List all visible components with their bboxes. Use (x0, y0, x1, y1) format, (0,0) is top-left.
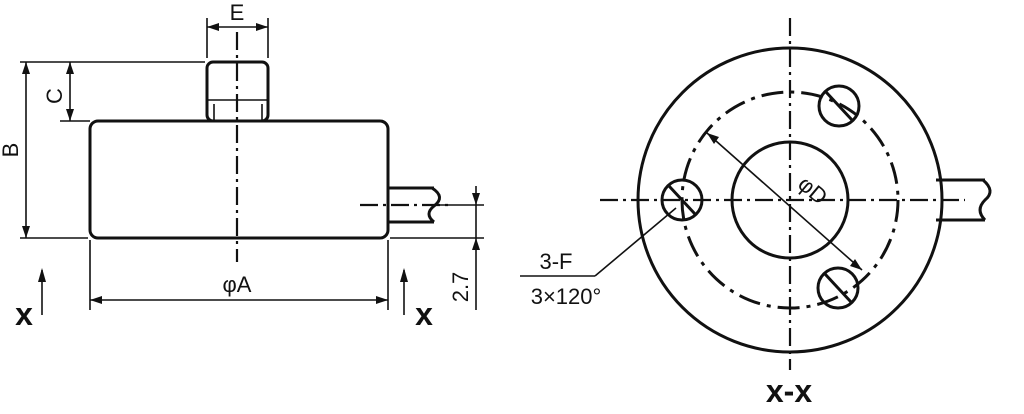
angle-label: 3×120° (531, 284, 602, 309)
dim-e-label: E (230, 0, 245, 25)
dim-d-label: φD (793, 171, 832, 210)
mount-hole (817, 84, 861, 128)
section-mark-left: x (15, 296, 33, 332)
dim-a-label: φA (223, 272, 252, 297)
side-cable (936, 178, 992, 222)
dim-2-7-label: 2.7 (448, 272, 473, 303)
section-view-title: x-x (766, 373, 812, 409)
side-view: E B C φA 2.7 x x (0, 0, 484, 332)
section-view: φD 3-F 3×120° x-x (520, 18, 992, 409)
top-boss (205, 60, 270, 123)
dim-b-label: B (0, 143, 23, 158)
dim-d-line (706, 132, 863, 271)
section-mark-right: x (415, 296, 433, 332)
body-outline (88, 119, 390, 240)
dim-c-label: C (42, 88, 67, 104)
hole-spec-label: 3-F (540, 249, 573, 274)
mount-hole (816, 266, 860, 310)
hole-leader (594, 207, 677, 277)
